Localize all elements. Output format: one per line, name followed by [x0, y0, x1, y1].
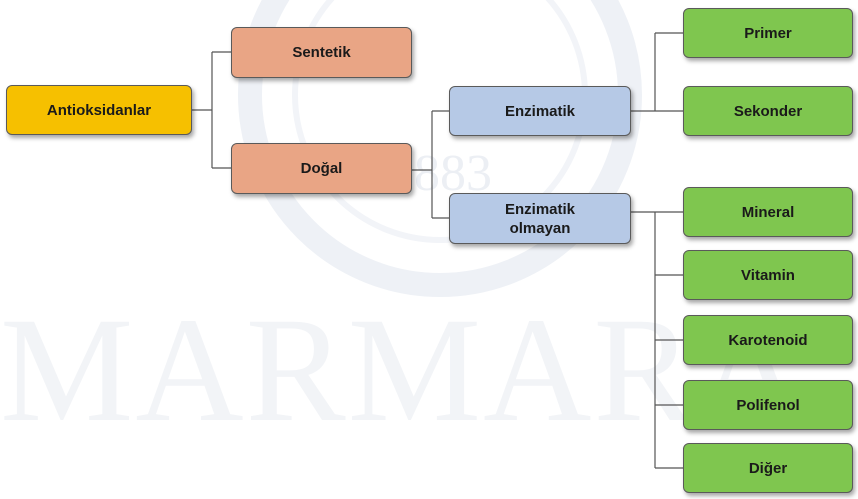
node-primer: Primer	[683, 8, 853, 58]
connector-root	[192, 51, 231, 169]
watermark-text: MARMARA	[0, 300, 806, 440]
connector-enzimatik-olmayan	[631, 211, 683, 469]
node-dogal: Doğal	[231, 143, 412, 194]
node-sekonder: Sekonder	[683, 86, 853, 136]
connector-dogal	[412, 110, 449, 219]
node-mineral: Mineral	[683, 187, 853, 237]
node-polifenol: Polifenol	[683, 380, 853, 430]
connector-enzimatik	[631, 32, 683, 112]
node-sentetik: Sentetik	[231, 27, 412, 78]
node-enzimatik-olmayan: Enzimatik olmayan	[449, 193, 631, 244]
node-antioksidanlar: Antioksidanlar	[6, 85, 192, 135]
node-karotenoid: Karotenoid	[683, 315, 853, 365]
node-enzimatik: Enzimatik	[449, 86, 631, 136]
node-diger: Diğer	[683, 443, 853, 493]
node-vitamin: Vitamin	[683, 250, 853, 300]
